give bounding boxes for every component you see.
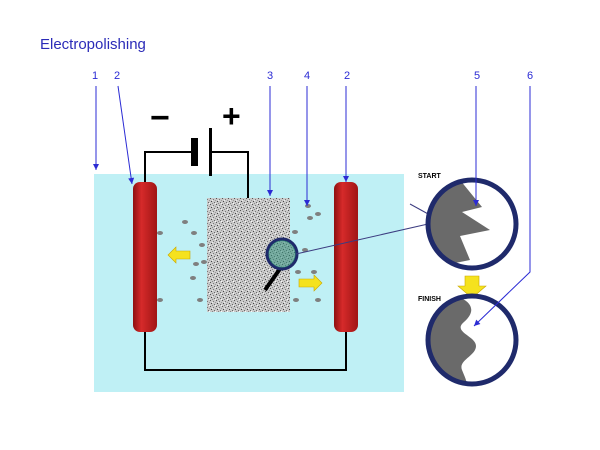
start-surface-detail [425,177,519,271]
label-4-ions: 4 [304,70,310,82]
start-label: START [418,173,442,180]
label-1-bath: 1 [92,70,98,82]
label-2-right-electrode: 2 [344,70,350,82]
minus-sign: − [150,99,170,137]
plus-sign: + [222,98,241,134]
label-3-workpiece: 3 [267,70,273,82]
arrow-down-icon [457,275,487,299]
ion-particle [311,270,317,274]
ion-particle [293,298,299,302]
wire-top-right [212,151,249,198]
callout-arrowhead [473,200,479,206]
label-2-left-electrode: 2 [114,70,120,82]
arrow-left-icon [167,246,191,264]
ion-particle [182,220,188,224]
callout-arrowhead [93,164,99,170]
ion-particle [292,230,298,234]
ion-particle [307,216,313,220]
arrow-right-icon [298,274,323,292]
callout-arrowhead [267,190,273,196]
label-6-smooth-surface: 6 [527,70,533,82]
ion-particle [315,298,321,302]
callout-arrowhead [343,176,349,182]
battery-icon [191,128,212,176]
finish-label: FINISH [418,296,441,303]
ion-particle [190,276,196,280]
finish-surface-detail [425,293,519,387]
cathode-right [334,182,358,332]
callout-line [117,85,133,185]
ion-particle [305,204,311,208]
ion-particle [193,262,199,266]
callout-arrowhead [128,177,135,184]
wire-top [144,151,192,185]
page-title: Electropolishing [40,36,146,53]
zoom-line [295,223,429,255]
label-5-rough-surface: 5 [474,70,480,82]
ion-particle [201,260,207,264]
callout-line [473,86,531,327]
callout-arrowhead [304,200,310,206]
wire-bottom [144,332,347,371]
ion-particle [197,298,203,302]
callout-arrowhead [474,319,481,326]
ion-particle [315,212,321,216]
ion-particle [157,231,163,235]
ion-particle [157,298,163,302]
ion-particle [302,248,308,252]
ion-particle [199,243,205,247]
magnifier-icon [263,237,299,292]
ion-particle [295,270,301,274]
callout-lines [93,85,531,327]
ion-particle [191,231,197,235]
zoom-line-2 [409,203,431,216]
cathode-left [133,182,157,332]
